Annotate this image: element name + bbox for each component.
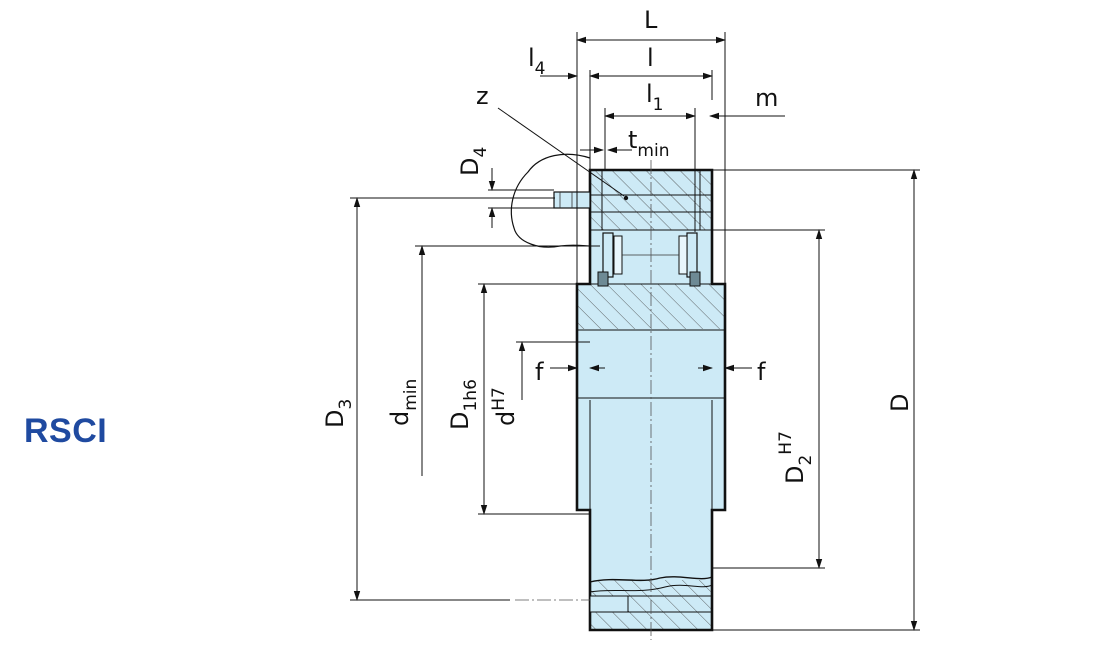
- label-dmin: dmin: [386, 379, 421, 426]
- label-D4: D4: [456, 147, 491, 176]
- label-D3: D3: [321, 399, 356, 428]
- series-code-title: RSCI: [24, 412, 108, 450]
- dimension-labels: L l4 l z l1 m tmin D4 D3 dmin D1h6 dH7 f…: [321, 6, 914, 484]
- label-l1: l1: [646, 80, 664, 115]
- label-l: l: [647, 44, 654, 72]
- label-m: m: [755, 84, 778, 112]
- label-dH7: dH7: [489, 387, 520, 426]
- housing-section: [510, 153, 727, 632]
- label-f-right: f: [757, 358, 766, 386]
- label-D: D: [886, 394, 914, 412]
- label-L: L: [644, 6, 658, 34]
- label-D1h6: D1h6: [446, 379, 481, 430]
- label-tmin: tmin: [628, 126, 669, 161]
- label-z: z: [476, 82, 489, 110]
- label-f-left: f: [535, 358, 544, 386]
- label-D2H7: D2H7: [776, 431, 816, 484]
- left-dimensions: [350, 168, 605, 601]
- right-dimensions: [698, 169, 920, 631]
- top-dimensions: [497, 32, 785, 284]
- label-l4: l4: [528, 44, 546, 79]
